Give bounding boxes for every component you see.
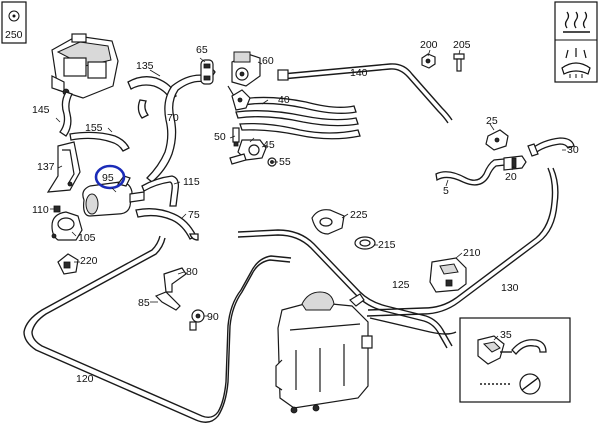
callout-125: 125 [392, 279, 410, 291]
pipe-140 [277, 63, 453, 124]
bracket-80 [163, 267, 187, 293]
clamp-45 [229, 139, 267, 165]
bracket-137 [46, 141, 81, 193]
callout-145: 145 [32, 104, 50, 116]
coupling-20 [503, 155, 527, 171]
callout-65: 65 [196, 44, 208, 56]
callout-95: 95 [102, 172, 114, 184]
callout-140: 140 [350, 67, 368, 79]
valve-225 [311, 209, 345, 235]
connector-65 [200, 59, 214, 85]
pipe-125 [237, 229, 453, 349]
inset-detail-35 [459, 317, 571, 403]
hose-clamp-215 [354, 236, 376, 250]
callout-200: 200 [420, 39, 438, 51]
screw-205 [453, 53, 465, 72]
bolt-90 [189, 309, 205, 331]
callout-25: 25 [486, 115, 498, 127]
windshield-washer-symbol-icon [561, 48, 591, 78]
callout-225: 225 [350, 209, 368, 221]
pump-95 [82, 175, 145, 217]
callout-55: 55 [279, 156, 291, 168]
corner-reference-box: 250 [1, 1, 27, 44]
callout-205: 205 [453, 39, 471, 51]
hose-115 [141, 175, 180, 207]
callout-215: 215 [378, 239, 396, 251]
hose-75 [135, 208, 199, 241]
heater-unit [51, 33, 119, 99]
callout-220: 220 [80, 255, 98, 267]
bracket-210 [429, 257, 467, 293]
callout-5: 5 [443, 185, 449, 197]
callout-210: 210 [463, 247, 481, 259]
symbol-panel [554, 1, 598, 83]
hose-145 [59, 91, 73, 137]
callout-137: 137 [37, 161, 55, 173]
callout-70: 70 [167, 112, 179, 124]
callout-90: 90 [207, 311, 219, 323]
pipe-120 [23, 235, 292, 423]
callout-250: 250 [5, 29, 23, 41]
callout-85: 85 [138, 297, 150, 309]
callout-60: 60 [262, 55, 274, 67]
hose-30 [527, 137, 575, 157]
callout-20: 20 [505, 171, 517, 183]
callout-40: 40 [278, 94, 290, 106]
callout-45: 45 [263, 139, 275, 151]
washer-reservoir [275, 291, 373, 414]
callout-30: 30 [567, 144, 579, 156]
clip-220 [57, 253, 79, 275]
nut-200 [421, 53, 436, 69]
hose-155 [69, 131, 130, 152]
connector-25 [485, 129, 509, 151]
callout-135: 135 [136, 60, 154, 72]
pipe-130 [366, 167, 559, 335]
callout-155: 155 [85, 122, 103, 134]
callout-110: 110 [32, 204, 49, 216]
callout-105: 105 [78, 232, 96, 244]
sensor-50 [232, 127, 240, 147]
hose-40 [231, 89, 361, 140]
callout-130: 130 [501, 282, 519, 294]
callout-115: 115 [183, 176, 200, 188]
leader-lines [50, 49, 566, 341]
callout-50: 50 [214, 131, 226, 143]
heater-symbol-icon [563, 11, 590, 33]
callout-120: 120 [76, 373, 94, 385]
callout-80: 80 [186, 266, 198, 278]
bracket-85 [154, 291, 181, 311]
pump-bracket-105 [51, 211, 83, 241]
callout-35: 35 [500, 329, 512, 341]
highlighted-part-95[interactable]: 95 [94, 164, 126, 193]
callout-75: 75 [188, 209, 200, 221]
valve-assembly-60 [227, 51, 261, 97]
